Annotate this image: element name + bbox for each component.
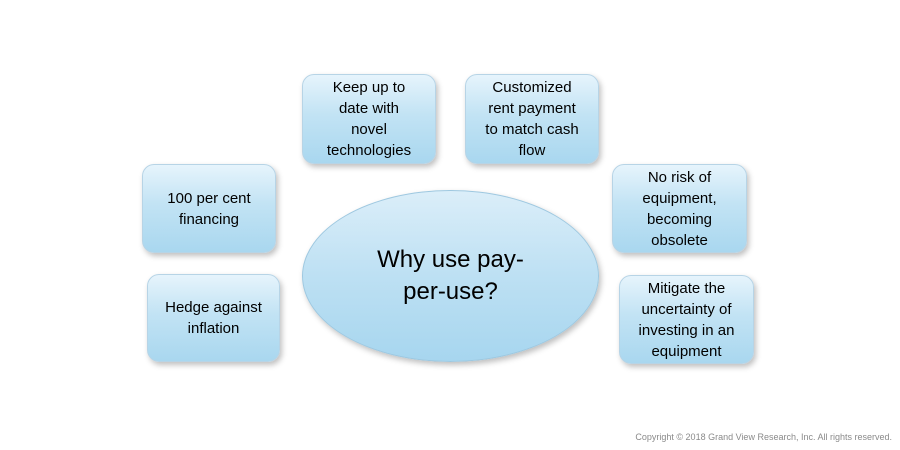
reason-keep-up-box: Keep up to date with novel technologies	[302, 74, 436, 164]
reason-no-risk-box: No risk of equipment, becoming obsolete	[612, 164, 747, 253]
copyright-notice: Copyright © 2018 Grand View Research, In…	[635, 432, 892, 442]
reason-hedge-text: Hedge against inflation	[165, 299, 262, 337]
reason-hedge-box: Hedge against inflation	[147, 274, 280, 362]
reason-customized-rent-box: Customized rent payment to match cash fl…	[465, 74, 599, 164]
reason-mitigate-text: Mitigate the uncertainty of investing in…	[638, 279, 735, 360]
reason-mitigate-box: Mitigate the uncertainty of investing in…	[619, 275, 754, 364]
reason-customized-rent-text: Customized rent payment to match cash fl…	[485, 79, 579, 159]
reason-no-risk-text: No risk of equipment, becoming obsolete	[642, 168, 717, 249]
center-question-text: Why use pay- per-use?	[377, 246, 524, 305]
reason-financing-box: 100 per cent financing	[142, 164, 276, 253]
reason-financing-text: 100 per cent financing	[167, 189, 251, 228]
reason-keep-up-text: Keep up to date with novel technologies	[326, 79, 412, 159]
center-question-ellipse: Why use pay- per-use?	[302, 190, 599, 362]
